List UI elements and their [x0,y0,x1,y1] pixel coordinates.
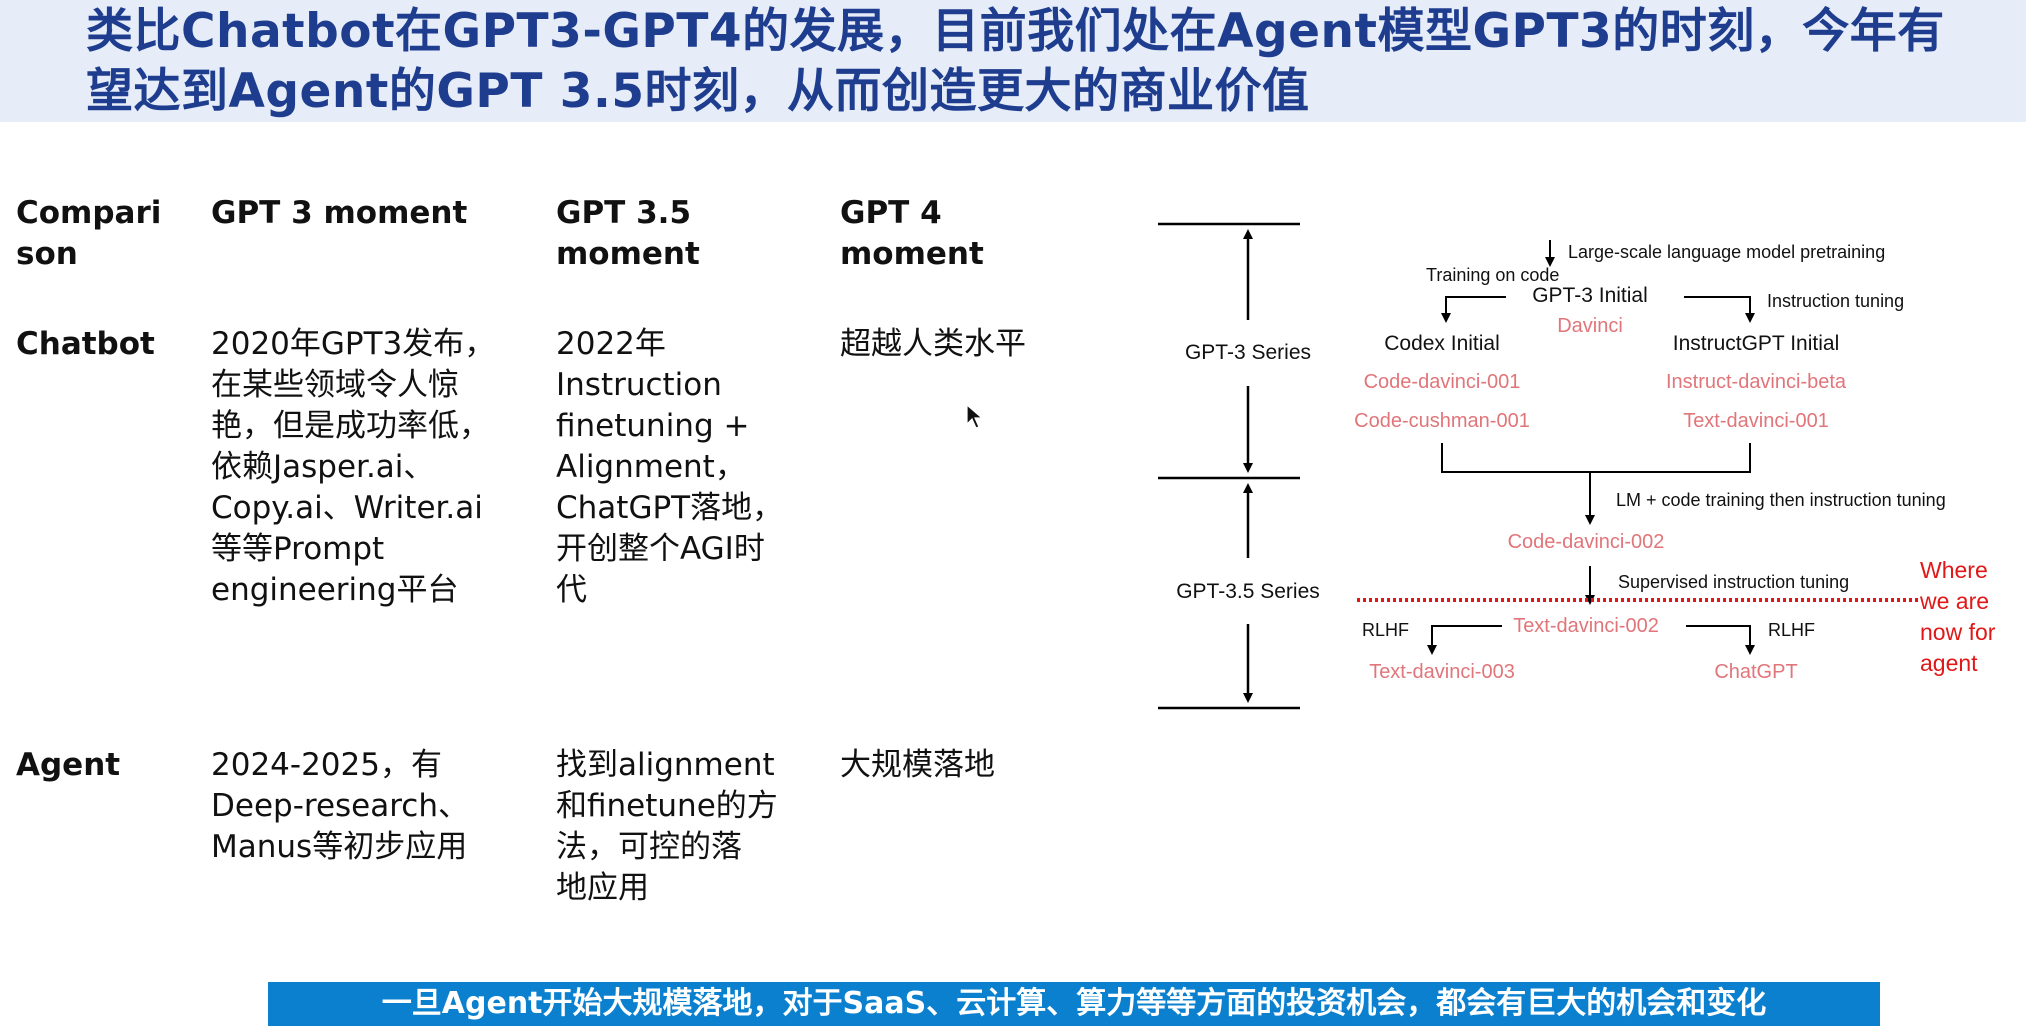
chatbot-gpt35-cell: 2022年 Instruction finetuning + Alignment… [556,326,784,608]
code-davinci-002-model: Code-davinci-002 [1508,531,1665,553]
rlhf-left-label: RLHF [1362,620,1409,640]
chatbot-gpt4-cell: 超越人类水平 [840,326,1026,362]
codex-branch-arrow [1441,296,1506,323]
instructgpt-initial-node: InstructGPT Initial [1673,332,1840,355]
instructgpt-branch-arrow [1684,296,1755,323]
agent-gpt35-cell: 找到alignment 和finetune的方 法，可控的落 地应用 [556,747,778,906]
header-gpt35-moment: GPT 3.5 moment [556,195,700,272]
chatbot-gpt3-cell: 2020年GPT3发布， 在某些领域令人惊 艳，但是成功率低， 依赖Jasper… [211,326,496,608]
lm-code-training-label: LM + code training then instruction tuni… [1616,490,1946,510]
davinci-model: Davinci [1557,315,1623,337]
agent-gpt3-cell: 2024-2025，有 Deep-research、 Manus等初步应用 [211,747,469,865]
code-davinci-001-model: Code-davinci-001 [1364,371,1521,393]
gpt-evolution-diagram: GPT-3 Series GPT-3.5 Series Large-scale … [1158,222,2002,710]
slide-title-line-2: 望达到Agent的GPT 3.5时刻，从而创造更大的商业价值 [86,64,1310,119]
rlhf-left-arrow [1427,625,1502,655]
text-davinci-002-model: Text-davinci-002 [1513,615,1659,637]
rlhf-right-label: RLHF [1768,620,1815,640]
agent-gpt4-cell: 大规模落地 [840,747,995,783]
row-label-agent: Agent [16,747,121,783]
code-cushman-001-model: Code-cushman-001 [1354,410,1530,432]
row-label-chatbot: Chatbot [16,326,155,362]
instruction-tuning-label: Instruction tuning [1767,291,1904,311]
rlhf-right-arrow [1686,625,1755,655]
slide-title-line-1: 类比Chatbot在GPT3-GPT4的发展，目前我们处在Agent模型GPT3… [86,4,1945,59]
conclusion-banner: 一旦Agent开始大规模落地，对于SaaS、云计算、算力等等方面的投资机会，都会… [268,982,1880,1026]
gpt3-series-label: GPT-3 Series [1185,341,1311,364]
where-we-are-label: Where we are now for agent [1919,557,2002,676]
text-davinci-003-model: Text-davinci-003 [1369,661,1515,683]
supervised-tuning-label: Supervised instruction tuning [1618,572,1849,592]
merge-connector [1441,443,1751,473]
conclusion-text: 一旦Agent开始大规模落地，对于SaaS、云计算、算力等等方面的投资机会，都会… [381,986,1767,1021]
codex-initial-node: Codex Initial [1384,332,1500,355]
pretraining-label: Large-scale language model pretraining [1568,242,1885,262]
header-gpt3-moment: GPT 3 moment [211,195,468,231]
mouse-cursor-icon [966,404,984,429]
gpt3-initial-node: GPT-3 Initial [1532,284,1648,307]
gpt35-series-label: GPT-3.5 Series [1176,580,1320,603]
title-banner: 类比Chatbot在GPT3-GPT4的发展，目前我们处在Agent模型GPT3… [0,0,2026,122]
instruct-davinci-beta-model: Instruct-davinci-beta [1666,371,1847,393]
training-on-code-label: Training on code [1426,265,1559,285]
text-davinci-001-model: Text-davinci-001 [1683,410,1829,432]
header-gpt4-moment: GPT 4 moment [840,195,984,272]
header-comparison: Compari son [16,195,162,272]
chatgpt-model: ChatGPT [1714,661,1797,683]
slide-title: 类比Chatbot在GPT3-GPT4的发展，目前我们处在Agent模型GPT3… [86,2,2006,122]
